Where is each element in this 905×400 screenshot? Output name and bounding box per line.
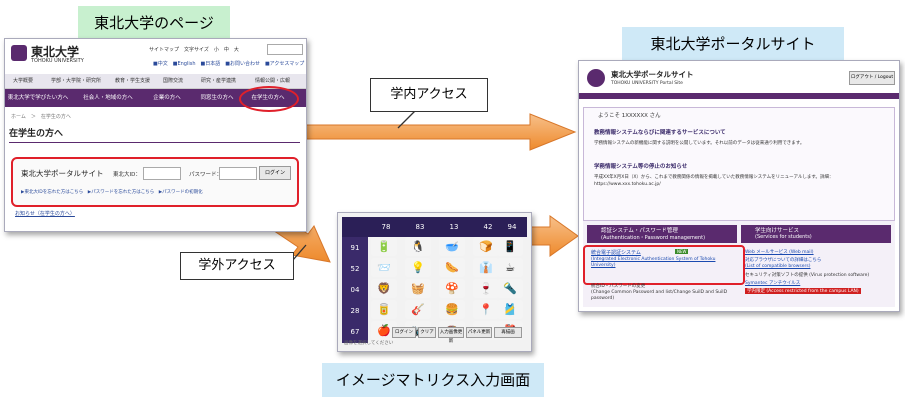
matrix-image-cell[interactable]: 📍 (473, 300, 499, 319)
notice-body: 平成XX年X月X日（X）から、これまで教務関係の情報を掲載していた教務情報システ… (594, 174, 880, 188)
portal-notice-panel: ようこそ 1XXXXXX さん 教務情報システムならびに関連するサービスについて… (583, 107, 895, 221)
students-tab-highlight (239, 86, 299, 112)
auth-subheading: (Authentication・Password management) (601, 234, 705, 241)
portal-screenshot: 東北大学ポータルサイト TOHOKU UNIVERSITY Portal Sit… (578, 60, 900, 312)
nav-upper-item[interactable]: 学部・大学院・研究所 (51, 77, 101, 84)
tohoku-logo-sub: TOHOKU UNIVERSITY (31, 58, 84, 64)
page-heading: 在学生の方へ (9, 126, 63, 139)
id-input[interactable] (143, 167, 181, 180)
id-label: 東北大ID： (113, 170, 141, 178)
matrix-image-cell[interactable]: 📨 (371, 258, 397, 277)
matrix-button[interactable]: 入力画像更新 (438, 327, 464, 338)
matrix-image-cell[interactable]: 🦁 (371, 279, 397, 298)
site-search-input[interactable] (267, 44, 303, 55)
welcome-text: ようこそ 1XXXXXX さん (598, 111, 661, 119)
matrix-button[interactable]: パネル更新 (466, 327, 492, 338)
matrix-button[interactable]: クリア (418, 327, 436, 338)
heading-rule (9, 142, 300, 143)
browser-link-en[interactable]: (List of compatible browsers) (745, 264, 810, 269)
nav-lower-item[interactable]: 同窓生の方へ (195, 89, 239, 107)
help-links[interactable]: ▶東北大IDを忘れた方はこちら ▶パスワードを忘れた方はこちら ▶パスワードの初… (21, 189, 203, 195)
matrix-row-head: 91 (342, 237, 368, 259)
inside-access-callout: 学内アクセス (370, 78, 488, 112)
matrix-row-head: 04 (342, 279, 368, 301)
matrix-col-head: 83 (403, 219, 437, 235)
tohoku-page-screenshot: 東北大学 TOHOKU UNIVERSITY サイトマップ 文字サイズ 小 中 … (4, 38, 307, 232)
nav-lower-item[interactable]: 社会人・地域の方へ (79, 89, 137, 107)
matrix-image-cell[interactable]: 🍔 (439, 300, 465, 319)
portal-title-bar (579, 93, 899, 99)
top-links[interactable]: サイトマップ 文字サイズ 小 中 大 (149, 46, 239, 53)
matrix-image-cell[interactable]: 🧺 (405, 279, 431, 298)
matrix-image-cell[interactable]: 👔 (473, 258, 499, 277)
student-heading-bar: 学生向けサービス (Services for students) (741, 225, 891, 243)
matrix-col-head: 13 (437, 219, 471, 235)
nav-upper-item[interactable]: 教育・学生支援 (115, 77, 150, 84)
logout-button[interactable]: ログアウト / Logout (849, 71, 895, 85)
matrix-col-head: 94 (495, 219, 529, 235)
auth-heading-bar: 認証システム・パスワード管理 (Authentication・Password … (587, 225, 737, 243)
news-link[interactable]: お知らせ（在学生の方へ） (15, 210, 75, 217)
matrix-image-cell[interactable]: 🐧 (405, 237, 431, 256)
matrix-row-head: 52 (342, 258, 368, 280)
matrix-image-cell[interactable]: 🔋 (371, 237, 397, 256)
password-input[interactable] (219, 167, 257, 180)
tohoku-logo-icon (11, 45, 27, 61)
nav-upper-item[interactable]: 研究・産学連携 (201, 77, 236, 84)
nav-upper-item[interactable]: 国際交流 (163, 77, 183, 84)
matrix-button[interactable]: ログイン (392, 327, 416, 338)
student-heading: 学生向けサービス (755, 226, 799, 234)
inside-access-arrow (300, 114, 575, 150)
notice-title[interactable]: 学務情報システム等の停止のお知らせ (594, 162, 687, 170)
matrix-image-cell[interactable]: 🍄 (439, 279, 465, 298)
lang-links[interactable]: ■中文 ■English ■日本語 ■お問い合わせ ■アクセスマップ (153, 60, 304, 67)
notice-title[interactable]: 教務情報システムならびに関連するサービスについて (594, 128, 726, 136)
auth-note: 統合ID・パスワードの変更 (591, 283, 645, 289)
portal-title: 東北大学ポータルサイト (611, 69, 694, 80)
auth-note-en: (Change Common Password and list/Change … (591, 290, 737, 302)
auth-system-link-en[interactable]: (Integrated Electronic Authentication Sy… (591, 257, 735, 269)
matrix-col-head: 78 (369, 219, 403, 235)
student-subheading: (Services for students) (755, 234, 812, 240)
matrix-image-cell[interactable]: 🥫 (371, 300, 397, 319)
portal-subtitle: TOHOKU UNIVERSITY Portal Site (611, 81, 683, 86)
matrix-row-head: 28 (342, 300, 368, 322)
portal-login-title: 東北大学ポータルサイト (21, 168, 104, 179)
auth-heading: 認証システム・パスワード管理 (601, 226, 678, 234)
password-label: パスワード： (189, 170, 222, 178)
matrix-image-cell[interactable]: 🔦 (497, 279, 523, 298)
notice-body: 学務情報システムの新機能に関する説明を公開しています。それ以前のデータは従来通り… (594, 140, 880, 147)
breadcrumb[interactable]: ホーム ＞ 在学生の方へ (11, 113, 71, 120)
portal-logo-icon (587, 69, 605, 87)
matrix-image-cell[interactable]: 🍞 (473, 237, 499, 256)
browser-link[interactable]: 対応ブラウザについての詳細はこちら (745, 257, 821, 263)
new-badge: NEW (675, 249, 688, 254)
nav-upper-item[interactable]: 情報公開・広報 (255, 77, 290, 84)
nav-lower-item[interactable]: 企業の方へ (145, 89, 189, 107)
restricted-note: 学内限定 (Access restricted from the campus … (745, 288, 861, 294)
virus-software-link[interactable]: セキュリティ対策ソフトの提供 (Virus protection softwar… (745, 272, 869, 278)
matrix-footer: 画像を選択してください (344, 340, 393, 346)
matrix-image-cell[interactable]: 🍷 (473, 279, 499, 298)
nav-lower-item[interactable]: 東北大学で学びたい方へ (7, 89, 69, 107)
matrix-image-cell[interactable]: 💡 (405, 258, 431, 277)
matrix-image-cell[interactable]: 🎸 (405, 300, 431, 319)
matrix-button[interactable]: 再描画 (494, 327, 522, 338)
portal-lower-panel: 認証システム・パスワード管理 (Authentication・Password … (583, 221, 895, 307)
symantec-link[interactable]: Symantec アンチウイルス (745, 280, 800, 286)
webmail-link[interactable]: Web メールサービス (Web mail) (745, 249, 814, 255)
outside-access-callout: 学外アクセス (180, 252, 294, 280)
matrix-image-cell[interactable]: 🌭 (439, 258, 465, 277)
auth-system-link[interactable]: 統合電子認証システム (591, 249, 641, 256)
nav-upper-item[interactable]: 大学概要 (13, 77, 33, 84)
portal-login-box: 東北大学ポータルサイト 東北大ID： パスワード： ログイン ▶東北大IDを忘れ… (11, 157, 299, 207)
matrix-image-cell[interactable]: 🥣 (439, 237, 465, 256)
matrix-image-cell[interactable]: 📱 (497, 237, 523, 256)
login-button[interactable]: ログイン (259, 166, 291, 180)
matrix-image-cell[interactable]: ☕ (497, 258, 523, 277)
image-matrix-screenshot: 78 83 13 42 94 91 52 04 28 67 🔋🐧🥣🍞📱📨💡🌭👔☕… (337, 212, 532, 352)
matrix-image-cell[interactable]: 🎽 (497, 300, 523, 319)
